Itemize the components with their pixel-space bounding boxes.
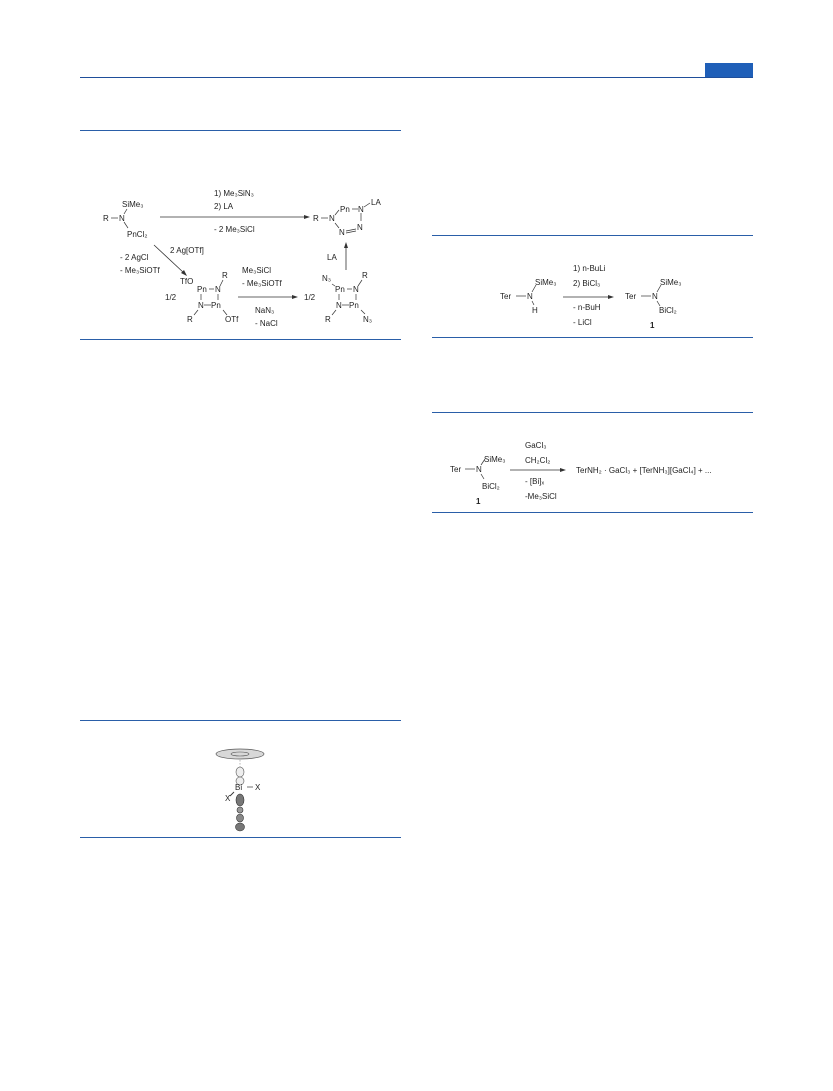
dimer1-n-bottom: N [198, 301, 204, 310]
top-arrow-byproduct: - 2 Me₃SiCl [214, 225, 255, 234]
dimer2-n-bottom: N [336, 301, 342, 310]
s3-arrow-solvent: CH₂Cl₂ [525, 456, 550, 465]
tetrazole-n-right: N [357, 223, 363, 232]
dimer2-half: 1/2 [304, 293, 316, 302]
figure-bottom-rule [80, 837, 401, 838]
s3-arrow-byproduct1: - [Bi]ₓ [525, 477, 544, 486]
dimer2-n-top: N [353, 285, 359, 294]
dimer1-otf-right: OTf [225, 315, 239, 324]
dimer1-otf-left: TfO [180, 277, 193, 286]
s3-products: TerNH₂ · GaCl₃ + [TerNH₃][GaCl₄] + ... [576, 466, 712, 475]
mid-arrow-reagent2: NaN₃ [255, 306, 274, 315]
tetrazole-r: R [313, 214, 319, 223]
scheme2-bottom-rule [432, 337, 753, 338]
bi-atom: Bi [235, 783, 242, 792]
diag-arrow-byproduct2: - Me₃SiOTf [120, 266, 160, 275]
s2-arrow-byproduct1: - n-BuH [573, 303, 601, 312]
s2-reactant-n: N [527, 292, 533, 301]
dimer1-n-top: N [215, 285, 221, 294]
s3-reactant-ter: Ter [450, 465, 461, 474]
mid-arrow-byproduct: - Me₃SiOTf [242, 279, 282, 288]
dimer1-pn-bottom: Pn [211, 301, 221, 310]
s2-product-ter: Ter [625, 292, 636, 301]
s3-reactant-n: N [476, 465, 482, 474]
s2-arrow-byproduct2: - LiCl [573, 318, 592, 327]
scheme3-bottom-rule [432, 512, 753, 513]
tetrazole-n-left: N [329, 214, 335, 223]
tetrazole-pn: Pn [340, 205, 350, 214]
dimer2-n3-bottom: N₃ [363, 315, 372, 324]
dimer2-pn-bottom: Pn [349, 301, 359, 310]
s2-compound-number: 1 [650, 321, 655, 330]
s2-reactant-ter: Ter [500, 292, 511, 301]
scheme2-top-rule [432, 235, 753, 236]
upper-lobe [235, 766, 245, 778]
dimer2-pn-top: Pn [335, 285, 345, 294]
dimer1-half: 1/2 [165, 293, 177, 302]
x-ligand-right: X [255, 783, 261, 792]
s2-reactant-sime3: SiMe₃ [535, 278, 556, 287]
mid-arrow-reagent: Me₃SiCl [242, 266, 271, 275]
scheme1-reaction: SiMe₃ R N PnCl₂ 1) Me₃SiN₃ 2) LA - 2 Me₃… [103, 189, 381, 328]
s2-reactant-h: H [532, 306, 538, 315]
scheme1-top-rule [80, 130, 401, 131]
figure-top-rule [80, 720, 401, 721]
diag-arrow-byproduct1: - 2 AgCl [120, 253, 149, 262]
dimer2-r-top: R [362, 271, 368, 280]
top-arrow-step1: 1) Me₃SiN₃ [214, 189, 254, 198]
scheme1-bottom-rule [80, 339, 401, 340]
s2-product-bicl2: BiCl₂ [659, 306, 677, 315]
reactant-pn: PnCl₂ [127, 230, 147, 239]
reactant-substituent: SiMe₃ [122, 200, 143, 209]
up-arrow-reagent: LA [327, 253, 337, 262]
dimer2-n3-top: N₃ [322, 274, 331, 283]
s2-arrow-step2: 2) BiCl₃ [573, 279, 600, 288]
s2-product-n: N [652, 292, 658, 301]
scheme3-reaction: Ter N SiMe₃ BiCl₂ 1 GaCl₃ CH₂Cl₂ - [Bi]ₓ… [450, 441, 712, 506]
orbital-figure: Bi X X [215, 748, 265, 832]
lower-lobe [235, 793, 245, 807]
diag-arrow-reagent: 2 Ag[OTf] [170, 246, 204, 255]
dimer1-r-bottom: R [187, 315, 193, 324]
reactant-r: R [103, 214, 109, 223]
top-arrow-step2: 2) LA [214, 202, 234, 211]
dimer1-pn-top: Pn [197, 285, 207, 294]
dimer1-r-top: R [222, 271, 228, 280]
header-tab [705, 63, 753, 77]
s3-arrow-reagent: GaCl₃ [525, 441, 546, 450]
dimer2-r-bottom: R [325, 315, 331, 324]
mid-arrow-byproduct2: - NaCl [255, 319, 278, 328]
s3-reactant-bicl2: BiCl₂ [482, 482, 500, 491]
s2-arrow-step1: 1) n-BuLi [573, 264, 606, 273]
s3-arrow-byproduct2: -Me₃SiCl [525, 492, 557, 501]
s3-compound-number: 1 [476, 497, 481, 506]
tetrazole-n-top: N [358, 205, 364, 214]
reactant-n: N [119, 214, 125, 223]
arene-ring [215, 748, 265, 760]
tetrazole-la: LA [371, 198, 381, 207]
scheme2-reaction: Ter N SiMe₃ H 1) n-BuLi 2) BiCl₃ - n-BuH… [500, 264, 681, 330]
s3-reactant-sime3: SiMe₃ [484, 455, 505, 464]
x-ligand-left: X [225, 794, 231, 803]
header-rule [80, 77, 753, 78]
tetrazole-n-bottom: N [339, 228, 345, 237]
s2-product-sime3: SiMe₃ [660, 278, 681, 287]
scheme3-top-rule [432, 412, 753, 413]
